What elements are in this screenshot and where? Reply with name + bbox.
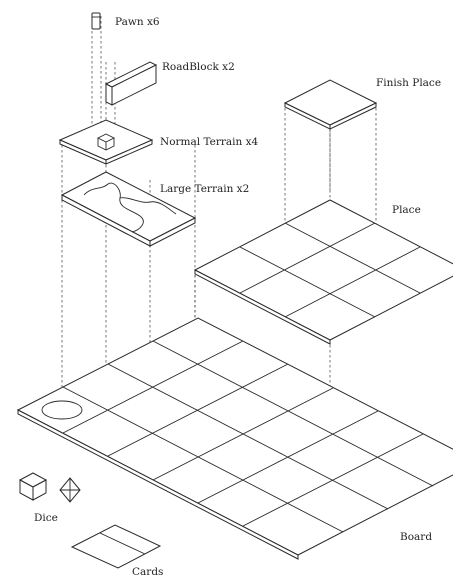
cards-piece [72, 525, 160, 568]
place-grid [195, 200, 453, 344]
normal-terrain-label: Normal Terrain x4 [160, 136, 259, 148]
octahedron-die-icon [60, 478, 80, 502]
finish-place-tile [285, 80, 376, 129]
dice-label: Dice [34, 512, 58, 524]
pawn-piece [92, 13, 100, 29]
board-grid [18, 318, 453, 559]
large-terrain-label: Large Terrain x2 [160, 183, 249, 195]
roadblock-piece [106, 62, 156, 105]
normal-terrain-tile [60, 120, 152, 164]
pawn-label: Pawn x6 [115, 16, 160, 28]
board-label: Board [400, 531, 432, 543]
finish-place-label: Finish Place [376, 77, 441, 89]
cards-label: Cards [132, 566, 163, 578]
place-label: Place [392, 204, 421, 216]
roadblock-label: RoadBlock x2 [162, 61, 235, 73]
cube-die-icon [20, 473, 46, 500]
